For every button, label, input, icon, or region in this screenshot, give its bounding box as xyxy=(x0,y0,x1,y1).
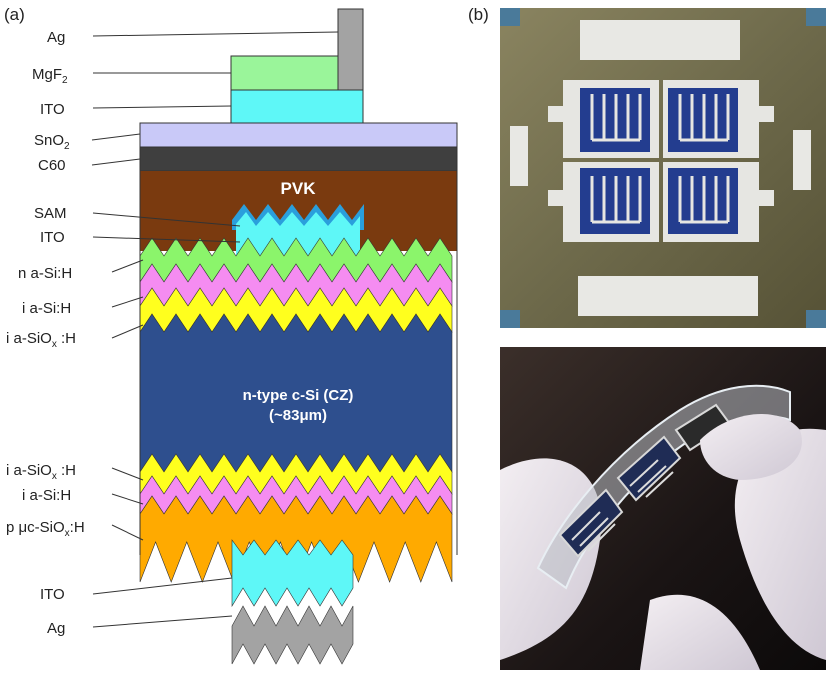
glove-thumb xyxy=(700,413,802,480)
leader-ito-top xyxy=(92,105,232,109)
contact-side-right xyxy=(793,130,811,190)
tape-corner xyxy=(500,8,520,26)
finger-electrodes xyxy=(590,94,730,224)
contact-bar-bottom xyxy=(578,276,758,316)
csi-label-line1: n-type c-Si (CZ) xyxy=(243,387,354,404)
label-ito-bottom: ITO xyxy=(40,586,65,603)
contact-bar-top xyxy=(580,20,740,60)
label-ag-top: Ag xyxy=(47,29,65,46)
ito-mid-layer xyxy=(236,212,360,255)
label-sam: SAM xyxy=(34,205,67,222)
panel-label-a: (a) xyxy=(4,5,25,24)
layer-stack-diagram: PVK n-type c-Si (CZ) (~83μm) xyxy=(139,8,458,665)
label-i-asiox-top: i a-SiOx :H xyxy=(6,330,76,350)
tab-left xyxy=(548,106,572,122)
panel-label-b: (b) xyxy=(468,5,489,24)
leader-i-asiox-top xyxy=(111,324,144,339)
label-n-asi: n a-Si:H xyxy=(18,265,72,282)
device-photo-top xyxy=(500,8,826,328)
flex-cell xyxy=(558,488,624,558)
p-ucsiox-layer xyxy=(139,495,453,583)
label-sno2: SnO2 xyxy=(34,132,70,152)
leader-p-ucsiox xyxy=(111,524,144,541)
leader-sno2 xyxy=(91,133,141,141)
leader-ag-top xyxy=(92,31,339,37)
label-i-asi-top: i a-Si:H xyxy=(22,300,71,317)
ag-top-layer xyxy=(337,8,364,91)
leader-i-asiox-bottom xyxy=(111,467,144,481)
device-photo-bottom xyxy=(500,347,826,670)
leader-ito-bottom xyxy=(92,577,233,595)
glove-bottom xyxy=(640,594,760,670)
layer-labels: Ag MgF2 ITO SnO2 C60 SAM ITO n a-Si:H i … xyxy=(6,29,339,637)
label-ito-top: ITO xyxy=(40,101,65,118)
leader-c60 xyxy=(91,158,141,166)
csi-label-line2: (~83μm) xyxy=(269,407,327,424)
label-ag-bottom: Ag xyxy=(47,620,65,637)
flex-finger-electrodes xyxy=(571,459,674,552)
leader-i-asi-top xyxy=(111,296,144,308)
c60-layer xyxy=(139,146,458,172)
ito-bottom-layer xyxy=(231,539,354,608)
contact-side-left xyxy=(510,126,528,186)
label-ito-mid: ITO xyxy=(40,229,65,246)
tape-corner xyxy=(500,310,520,328)
label-mgf2: MgF2 xyxy=(32,66,68,86)
tab-right xyxy=(750,190,774,206)
mgf2-layer xyxy=(230,55,339,91)
flexible-substrate xyxy=(536,384,791,590)
leader-n-asi xyxy=(111,259,144,273)
label-i-asiox-bottom: i a-SiOx :H xyxy=(6,462,76,482)
leader-sam xyxy=(92,212,241,227)
ito-top-layer xyxy=(230,89,364,124)
tape-corner xyxy=(806,8,826,26)
glove-right xyxy=(734,428,826,660)
label-p-ucsiox: p μc-SiOx:H xyxy=(6,519,85,539)
leader-ito-mid xyxy=(92,236,241,243)
tab-left xyxy=(548,190,572,206)
pvk-label: PVK xyxy=(281,179,317,198)
label-c60: C60 xyxy=(38,157,66,174)
label-i-asi-bottom: i a-Si:H xyxy=(22,487,71,504)
leader-ag-bottom xyxy=(92,615,233,628)
tape-corner xyxy=(806,310,826,328)
tab-right xyxy=(750,106,774,122)
sno2-layer xyxy=(139,122,458,148)
leader-i-asi-bottom xyxy=(111,493,144,505)
ag-bottom-layer xyxy=(231,605,354,665)
